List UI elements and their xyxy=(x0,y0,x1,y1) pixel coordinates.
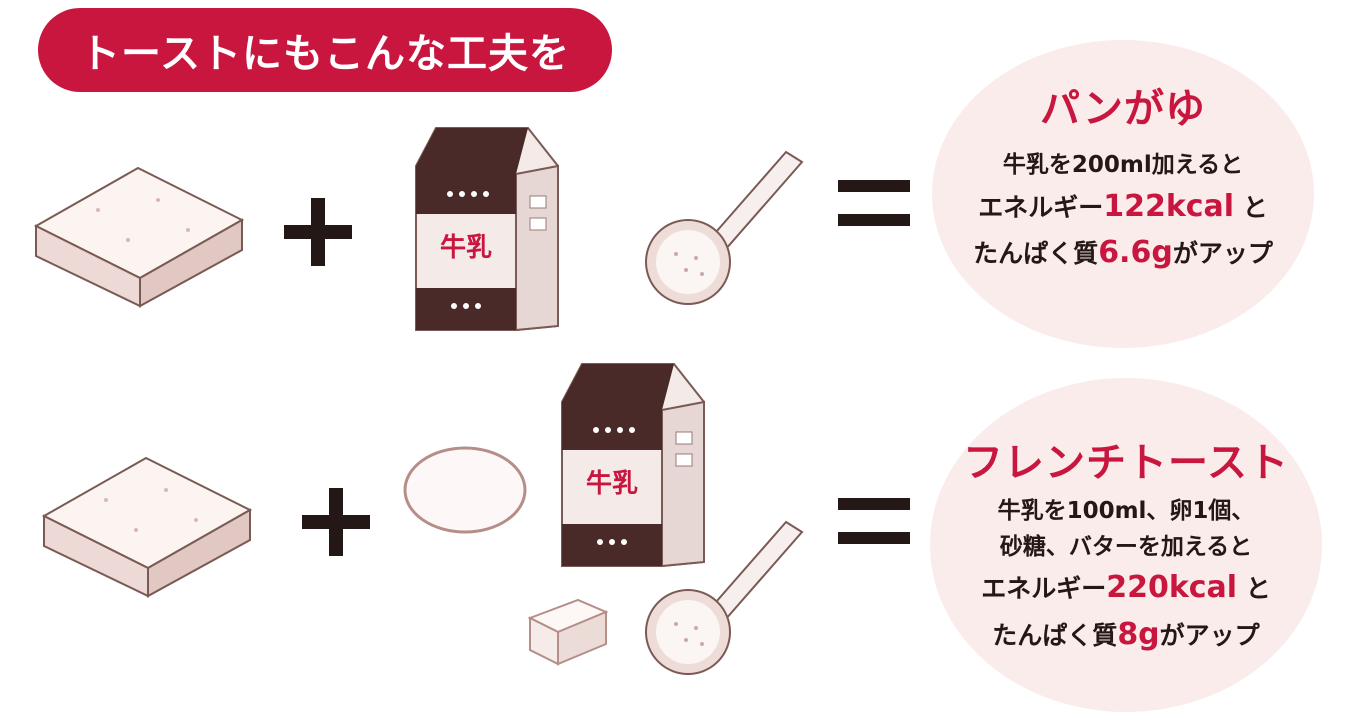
measuring-spoon-icon xyxy=(645,520,804,675)
result-line: エネルギー122kcal と xyxy=(978,188,1268,224)
result-circle-pangayu: パンがゆ 牛乳を200ml加えると エネルギー122kcal と たんぱく質6.… xyxy=(932,40,1314,348)
butter-icon xyxy=(527,598,609,666)
measuring-spoon-icon xyxy=(645,150,804,305)
result-line: 牛乳を100ml、卵1個、 xyxy=(997,498,1255,524)
egg-icon xyxy=(403,446,527,534)
toast-icon xyxy=(33,166,245,308)
result-line: たんぱく質6.6gがアップ xyxy=(973,235,1273,271)
result-line: 砂糖、バターを加えると xyxy=(999,533,1253,560)
result-title: フレンチトースト xyxy=(963,440,1289,486)
milk-label: 牛乳 xyxy=(586,469,638,499)
toast-icon xyxy=(41,456,253,598)
result-line: エネルギー220kcal と xyxy=(981,570,1271,606)
equals-icon xyxy=(838,498,910,544)
page-title: トーストにもこんな工夫を xyxy=(38,8,612,92)
milk-label: 牛乳 xyxy=(440,233,492,263)
plus-icon xyxy=(302,488,370,556)
plus-icon xyxy=(284,198,352,266)
milk-carton-icon: 牛乳 xyxy=(561,363,705,568)
result-line: たんぱく質8gがアップ xyxy=(992,616,1260,652)
milk-carton-icon: 牛乳 xyxy=(415,127,559,332)
result-circle-french-toast: フレンチトースト 牛乳を100ml、卵1個、 砂糖、バターを加えると エネルギー… xyxy=(930,378,1322,712)
result-title: パンがゆ xyxy=(1040,86,1206,132)
equals-icon xyxy=(838,180,910,226)
result-line: 牛乳を200ml加えると xyxy=(1002,152,1244,178)
